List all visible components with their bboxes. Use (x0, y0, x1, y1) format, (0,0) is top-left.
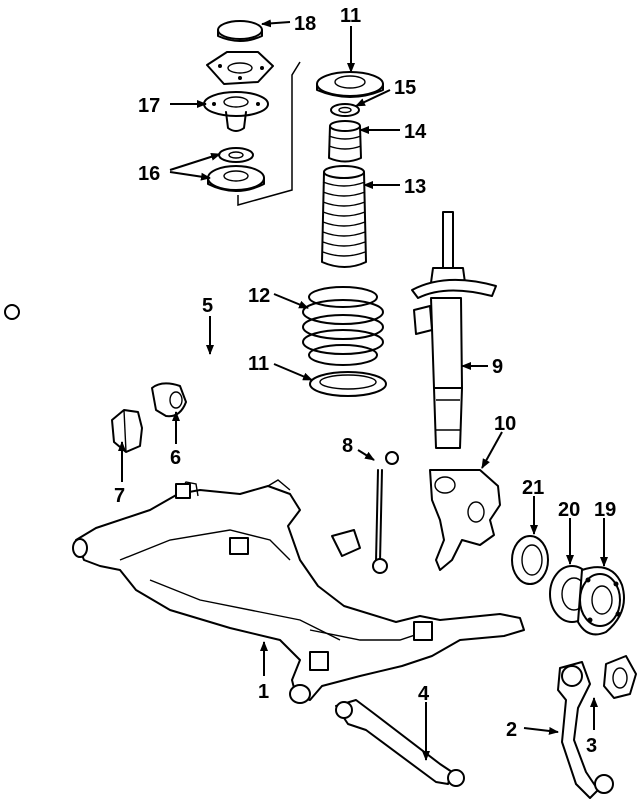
leader-lines (118, 19, 608, 761)
bushing-6 (151, 382, 187, 418)
callout-18: 18 (294, 13, 316, 35)
callout-7: 7 (114, 485, 125, 507)
subframe-crossmember-1 (72, 479, 525, 704)
stabilizer-bar-5 (4, 304, 349, 547)
callout-12: 12 (248, 285, 270, 307)
callout-16: 16 (138, 163, 160, 185)
dust-shield-21 (511, 535, 549, 585)
callout-17: 17 (138, 95, 160, 117)
steering-knuckle-10 (429, 469, 501, 571)
callout-3: 3 (586, 735, 597, 757)
spring-seat-11-top (316, 71, 384, 98)
bushing-3 (603, 655, 637, 699)
callout-1: 1 (258, 681, 269, 703)
callout-14: 14 (404, 121, 427, 143)
bump-stop-14 (328, 120, 362, 163)
callout-4: 4 (418, 683, 430, 705)
callout-11-top: 11 (340, 5, 361, 27)
group-bracket-line (237, 61, 301, 206)
callout-2: 2 (506, 719, 517, 741)
callout-19: 19 (594, 499, 616, 521)
dust-boot-13 (321, 165, 367, 268)
callout-20: 20 (558, 499, 580, 521)
coil-spring-12 (302, 286, 384, 366)
callout-21: 21 (522, 477, 544, 499)
callout-8: 8 (342, 435, 353, 457)
wheel-hub-19 (577, 566, 625, 636)
callout-10: 10 (494, 413, 516, 435)
spring-seat-11-lower (309, 371, 387, 397)
stabilizer-link-8 (331, 451, 399, 574)
control-arm-2 (557, 661, 614, 799)
callout-9: 9 (492, 356, 503, 378)
callout-15: 15 (394, 77, 416, 99)
bumper-cap-15 (330, 103, 360, 117)
callout-13: 13 (404, 176, 426, 198)
upper-cap-18 (217, 20, 263, 42)
callout-5: 5 (202, 295, 213, 317)
washer-16-upper (218, 147, 254, 163)
strut-assembly-9 (411, 211, 497, 449)
callout-6: 6 (170, 447, 181, 469)
callout-11-lower: 11 (248, 353, 269, 375)
washer-16-lower (207, 165, 265, 192)
bushing-clamp-7 (111, 409, 143, 453)
strut-mount-17 (203, 91, 269, 132)
upper-mount-plate (206, 51, 274, 85)
lower-control-arm-4 (335, 699, 465, 787)
